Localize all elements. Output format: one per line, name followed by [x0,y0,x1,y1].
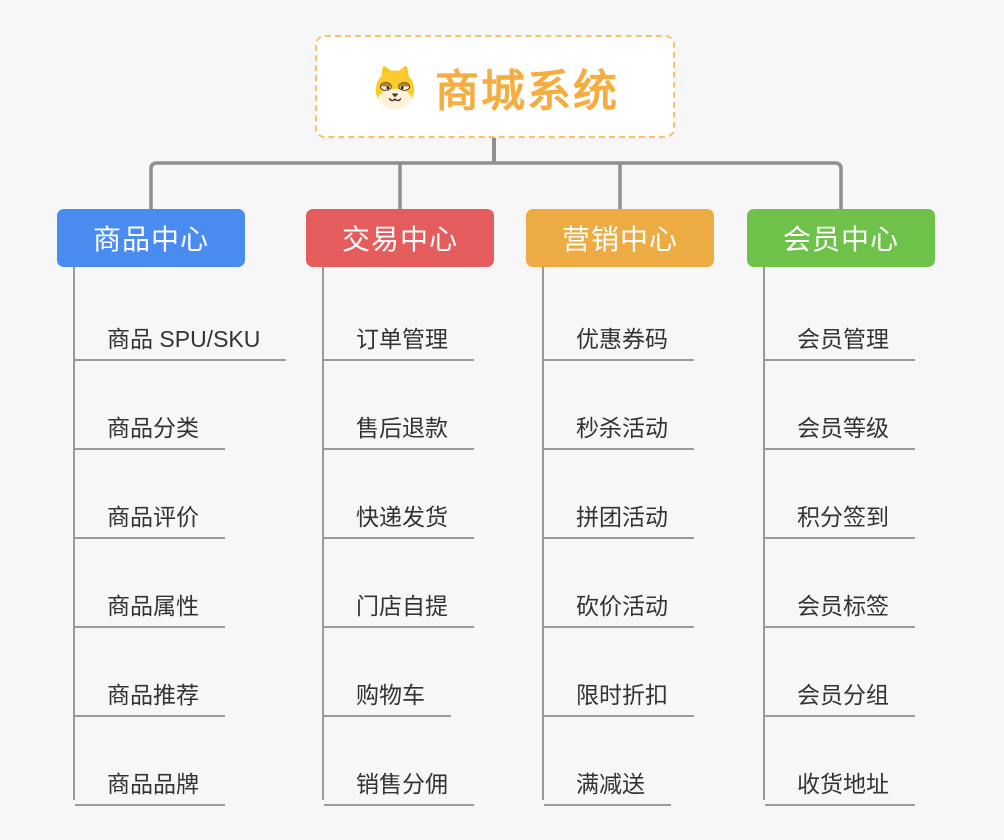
root-node[interactable]: 商城系统 [315,35,675,138]
branch-node-member-center[interactable]: 会员中心 [747,209,935,267]
leaf-node[interactable]: 积分签到 [765,492,915,539]
leaf-node[interactable]: 订单管理 [324,314,474,361]
leaf-node[interactable]: 商品推荐 [75,670,225,717]
branch-children-marketing: 优惠券码 秒杀活动 拼团活动 砍价活动 限时折扣 满减送 [542,267,784,806]
leaf-node[interactable]: 优惠券码 [544,314,694,361]
branch-node-trade-center[interactable]: 交易中心 [306,209,494,267]
leaf-node[interactable]: 商品评价 [75,492,225,539]
branch-node-product-center[interactable]: 商品中心 [57,209,245,267]
leaf-node[interactable]: 商品 SPU/SKU [75,314,287,361]
branch-node-marketing-center[interactable]: 营销中心 [526,209,714,267]
leaf-node[interactable]: 会员等级 [765,403,915,450]
branch-children-member: 会员管理 会员等级 积分签到 会员标签 会员分组 收货地址 [763,267,1004,806]
leaf-node[interactable]: 销售分佣 [324,759,474,806]
leaf-node[interactable]: 拼团活动 [544,492,694,539]
leaf-node[interactable]: 秒杀活动 [544,403,694,450]
branch-children-product: 商品 SPU/SKU 商品分类 商品评价 商品属性 商品推荐 商品品牌 [73,267,315,806]
leaf-node[interactable]: 满减送 [544,759,671,806]
leaf-node[interactable]: 商品品牌 [75,759,225,806]
leaf-node[interactable]: 快递发货 [324,492,474,539]
leaf-node[interactable]: 购物车 [324,670,451,717]
leaf-node[interactable]: 门店自提 [324,581,474,628]
leaf-node[interactable]: 限时折扣 [544,670,694,717]
leaf-node[interactable]: 售后退款 [324,403,474,450]
leaf-node[interactable]: 会员管理 [765,314,915,361]
leaf-node[interactable]: 砍价活动 [544,581,694,628]
leaf-node[interactable]: 会员分组 [765,670,915,717]
leaf-node[interactable]: 商品分类 [75,403,225,450]
leaf-node[interactable]: 会员标签 [765,581,915,628]
root-title: 商城系统 [435,66,619,116]
branch-children-trade: 订单管理 售后退款 快递发货 门店自提 购物车 销售分佣 [322,267,564,806]
leaf-node[interactable]: 收货地址 [765,759,915,806]
dog-face-icon [371,64,419,110]
leaf-node[interactable]: 商品属性 [75,581,225,628]
